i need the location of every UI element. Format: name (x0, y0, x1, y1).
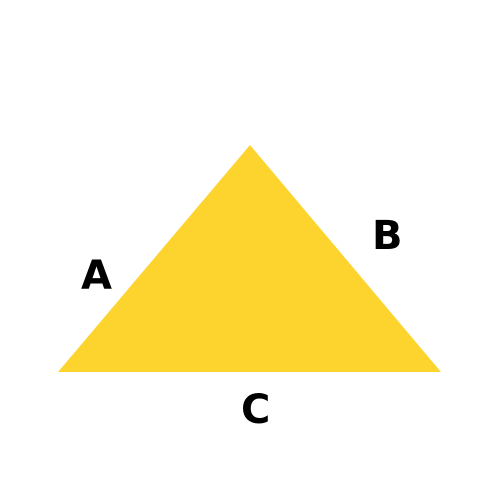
side-label-c: C (241, 387, 271, 433)
triangle-shape (58, 145, 441, 372)
side-label-b: B (372, 213, 403, 259)
side-label-a: A (81, 253, 112, 299)
